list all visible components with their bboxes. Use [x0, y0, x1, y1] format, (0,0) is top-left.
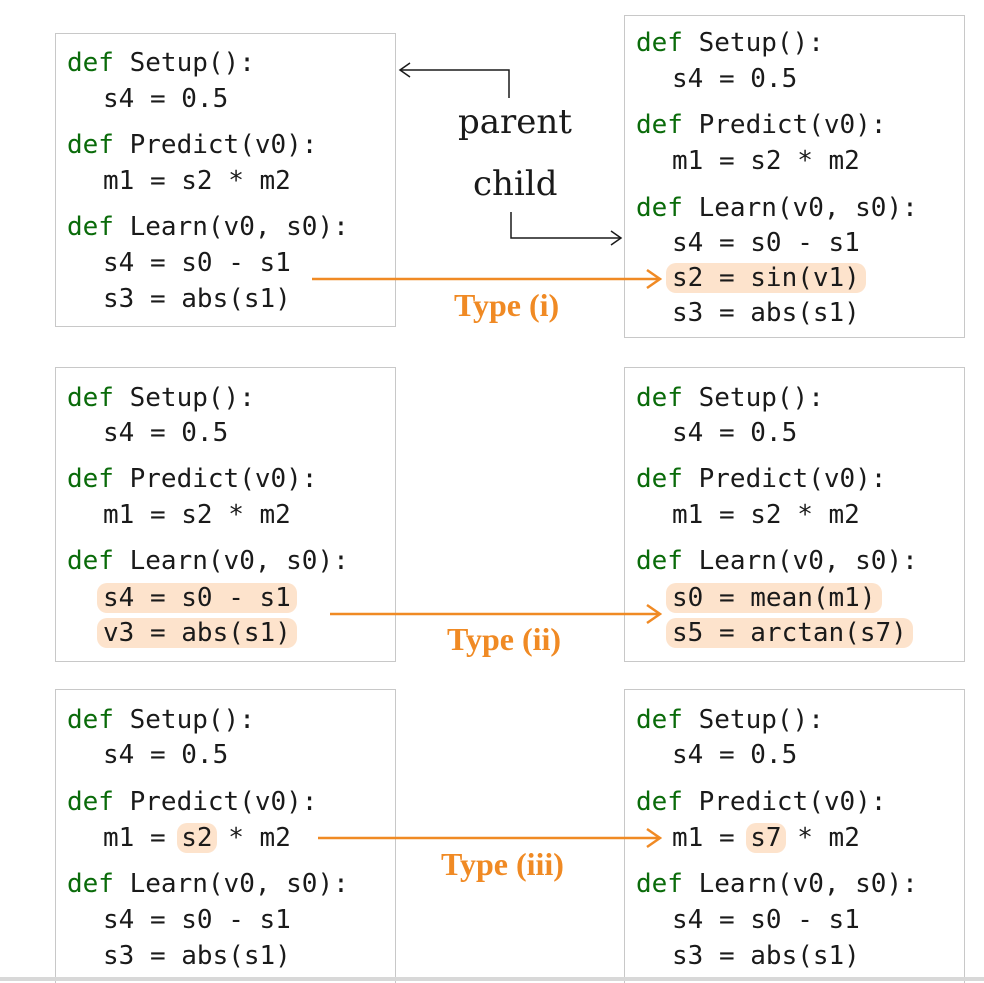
- def-keyword: def: [67, 464, 114, 494]
- code-line: m1 = s2 * m2: [103, 166, 291, 196]
- modified-variable-highlight: s2: [177, 823, 217, 853]
- code-line: s3 = abs(s1): [103, 941, 291, 971]
- code-line-def-predict: def Predict(v0):: [67, 787, 318, 817]
- def-keyword: def: [636, 705, 683, 735]
- code-line: m1 = s2 * m2: [672, 500, 860, 530]
- code-line-def-setup: def Setup():: [636, 383, 824, 413]
- modified-variable-highlight: s7: [746, 823, 786, 853]
- code-line-def-setup: def Setup():: [67, 383, 255, 413]
- code-line: s4 = 0.5: [103, 418, 229, 448]
- child-label: child: [473, 164, 558, 204]
- code-line: s4 = s0 - s1: [672, 228, 860, 258]
- def-keyword: def: [67, 869, 114, 899]
- parent-arrow: [400, 69, 510, 98]
- type-iii-label: Type (iii): [441, 846, 564, 882]
- def-keyword: def: [67, 546, 114, 576]
- inserted-line-highlight: s2 = sin(v1): [666, 260, 866, 296]
- code-line: m1 = s2 * m2: [103, 500, 291, 530]
- def-keyword: def: [67, 383, 114, 413]
- removed-line-highlight: v3 = abs(s1): [97, 615, 297, 651]
- type-i-label: Type (i): [454, 287, 560, 323]
- child-program-3: [624, 689, 965, 983]
- code-line-def-learn: def Learn(v0, s0):: [636, 193, 918, 223]
- def-keyword: def: [67, 705, 114, 735]
- type-iii-arrow-head: [646, 827, 663, 849]
- code-line: s4 = 0.5: [672, 64, 798, 94]
- child-arrow: [510, 212, 621, 239]
- def-keyword: def: [636, 28, 683, 58]
- code-line-def-predict: def Predict(v0):: [636, 110, 887, 140]
- def-keyword: def: [67, 48, 114, 78]
- code-line: s4 = s0 - s1: [103, 248, 291, 278]
- def-keyword: def: [67, 130, 114, 160]
- code-line-def-learn: def Learn(v0, s0):: [636, 546, 918, 576]
- code-line-def-learn: def Learn(v0, s0):: [67, 546, 349, 576]
- code-line: s3 = abs(s1): [103, 284, 291, 314]
- def-keyword: def: [636, 110, 683, 140]
- inserted-line-highlight: s5 = arctan(s7): [666, 615, 913, 651]
- type-i-arrow-head: [646, 268, 663, 290]
- parent-program-3: [55, 689, 396, 983]
- def-keyword: def: [636, 869, 683, 899]
- code-line-def-setup: def Setup():: [67, 48, 255, 78]
- bottom-rule: [0, 977, 984, 981]
- code-line: s4 = s0 - s1: [672, 905, 860, 935]
- code-line-def-setup: def Setup():: [636, 705, 824, 735]
- code-line-def-setup: def Setup():: [67, 705, 255, 735]
- code-line-def-learn: def Learn(v0, s0):: [67, 212, 349, 242]
- type-ii-arrow-head: [646, 603, 663, 625]
- code-line-def-predict: def Predict(v0):: [636, 787, 887, 817]
- code-line-def-learn: def Learn(v0, s0):: [636, 869, 918, 899]
- code-line: s4 = s0 - s1: [103, 905, 291, 935]
- def-keyword: def: [636, 383, 683, 413]
- code-line-def-setup: def Setup():: [636, 28, 824, 58]
- code-line: s3 = abs(s1): [672, 298, 860, 328]
- def-keyword: def: [636, 464, 683, 494]
- parent-arrow-head: [398, 62, 411, 78]
- code-line-def-predict: def Predict(v0):: [67, 130, 318, 160]
- def-keyword: def: [636, 546, 683, 576]
- def-keyword: def: [636, 193, 683, 223]
- code-line: s4 = 0.5: [103, 84, 229, 114]
- def-keyword: def: [67, 787, 114, 817]
- code-line-modified: m1 = s2 * m2: [103, 823, 291, 853]
- child-arrow-head: [610, 230, 623, 246]
- code-line: s3 = abs(s1): [672, 941, 860, 971]
- inserted-line-highlight: s0 = mean(m1): [666, 580, 882, 616]
- code-line-def-predict: def Predict(v0):: [636, 464, 887, 494]
- code-line: s4 = 0.5: [672, 418, 798, 448]
- code-line: s4 = 0.5: [672, 740, 798, 770]
- parent-label: parent: [458, 102, 572, 142]
- code-line-def-learn: def Learn(v0, s0):: [67, 869, 349, 899]
- code-line-def-predict: def Predict(v0):: [67, 464, 318, 494]
- def-keyword: def: [67, 212, 114, 242]
- type-ii-label: Type (ii): [447, 621, 562, 657]
- code-line: m1 = s2 * m2: [672, 146, 860, 176]
- def-keyword: def: [636, 787, 683, 817]
- removed-line-highlight: s4 = s0 - s1: [97, 580, 297, 616]
- code-line: s4 = 0.5: [103, 740, 229, 770]
- code-line-modified: m1 = s7 * m2: [672, 823, 860, 853]
